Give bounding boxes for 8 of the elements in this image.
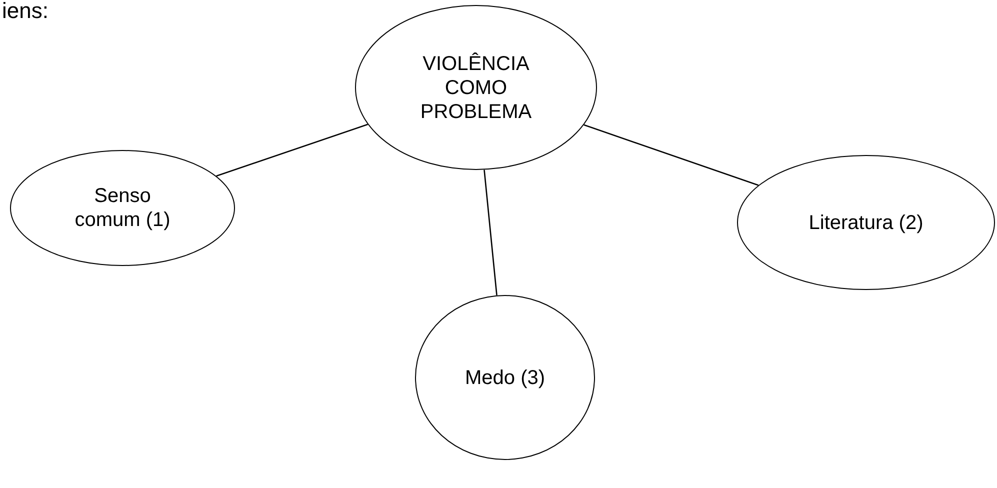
text-fragment: iens: xyxy=(2,0,48,25)
node-label: Medo (3) xyxy=(464,366,546,390)
node-label: Senso comum (1) xyxy=(74,184,172,232)
connector-line xyxy=(484,170,498,296)
connector-line xyxy=(216,124,368,177)
node-label: Literatura (2) xyxy=(808,210,924,234)
node-label: VIOLÊNCIA COMO PROBLEMA xyxy=(419,52,533,124)
connector-line xyxy=(584,124,759,186)
